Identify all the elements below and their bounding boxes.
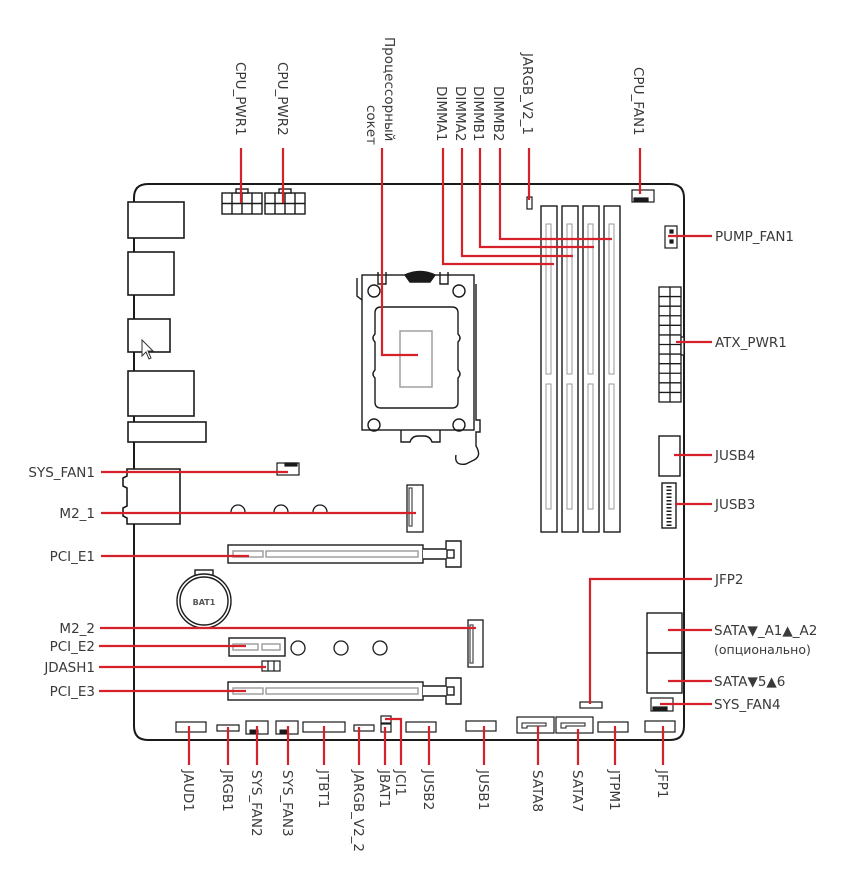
mouse-cursor-icon (141, 338, 155, 360)
label-cpu-pwr2: CPU_PWR2 (274, 62, 290, 136)
label-m2-1: M2_1 (59, 506, 95, 522)
io-block-6 (122, 468, 181, 525)
label-pci-e2: PCI_E2 (50, 639, 95, 655)
label-pci-e1: PCI_E1 (50, 549, 95, 565)
jargb-v2-2-header (353, 724, 375, 732)
leader-dimma1 (441, 148, 554, 266)
label-dimmb2: DIMMB2 (490, 86, 506, 142)
label-atx-pwr1: ATX_PWR1 (715, 335, 787, 351)
label-jfp1: JFP1 (654, 769, 670, 798)
label-dimmb1: DIMMB1 (470, 86, 486, 142)
dimm-slot-b1 (582, 205, 600, 533)
pci-e1-slot (227, 540, 462, 568)
sata7-connector (555, 716, 594, 734)
label-sys-fan4: SYS_FAN4 (714, 697, 781, 713)
io-block-1 (127, 201, 185, 239)
label-cpu-pwr1: CPU_PWR1 (232, 62, 248, 136)
m2-standoffs-2 (290, 640, 388, 656)
leader-jci1 (385, 717, 403, 765)
label-jusb2: JUSB2 (420, 769, 436, 810)
label-sys-fan2: SYS_FAN2 (248, 770, 264, 837)
label-jaud1: JAUD1 (180, 769, 196, 812)
leader-lines (99, 148, 712, 765)
label-cpu-socket-line1: Процессорный (381, 37, 397, 141)
jusb3-connector (661, 482, 677, 529)
label-jusb1: JUSB1 (475, 769, 491, 810)
label-sata7: SATA7 (569, 770, 585, 812)
sys-fan1-header (276, 462, 300, 476)
label-jusb4: JUSB4 (714, 448, 755, 464)
dimm-slot-a1 (540, 205, 558, 533)
dimm-slots (540, 205, 621, 533)
io-block-4 (127, 370, 195, 417)
label-jbat1: JBAT1 (376, 769, 392, 808)
label-dimma2: DIMMA2 (452, 86, 468, 142)
m2-1-slot (406, 484, 424, 533)
label-jargb-v2-2: JARGB_V2_2 (350, 769, 366, 852)
label-jfp2: JFP2 (714, 572, 743, 588)
right-labels: PUMP_FAN1 ATX_PWR1 JUSB4 JUSB3 JFP2 SATA… (714, 229, 817, 713)
label-sata5-6: SATA▼5▲6 (714, 674, 785, 690)
bat1-battery (176, 569, 232, 629)
label-sys-fan3: SYS_FAN3 (279, 770, 295, 837)
m2-standoffs-1 (230, 504, 328, 513)
leader-dimmb1 (478, 148, 594, 249)
rear-io (122, 201, 207, 525)
jtpm1-header (597, 721, 629, 733)
leader-dimma2 (460, 148, 573, 258)
jaud1-header (175, 721, 207, 733)
cpu-fan1-header (631, 189, 655, 203)
label-cpu-fan1: CPU_FAN1 (630, 67, 646, 136)
label-jrgb1: JRGB1 (219, 769, 235, 812)
bottom-labels: JAUD1 JRGB1 SYS_FAN2 SYS_FAN3 JTBT1 JARG… (180, 769, 670, 852)
label-m2-2: M2_2 (59, 621, 95, 637)
dimm-slot-inner (545, 223, 615, 510)
label-jtpm1: JTPM1 (606, 769, 622, 811)
label-jtbt1: JTBT1 (315, 769, 331, 808)
label-sata-a1-a2-note: (опционально) (714, 642, 811, 657)
label-jdash1: JDASH1 (43, 660, 95, 676)
cpu-socket (356, 270, 481, 465)
atx-pwr1-connector (658, 286, 685, 403)
jfp1-header (644, 720, 676, 733)
jusb1-header (465, 720, 497, 732)
cpu-pwr2-connector (264, 188, 306, 215)
pci-e3-slot (227, 677, 462, 705)
label-jci1: JCI1 (392, 769, 408, 796)
m2-2-slot (467, 619, 484, 668)
sata5-6-connector (646, 652, 683, 694)
dimm-slot-a2 (561, 205, 579, 533)
label-pump-fan1: PUMP_FAN1 (715, 229, 794, 245)
label-jusb3: JUSB3 (714, 497, 755, 513)
io-block-5 (127, 421, 207, 443)
label-cpu-socket-line2: сокет (363, 105, 379, 145)
dimm-slot-b2 (603, 205, 621, 533)
sata-a1-a2-connector (646, 612, 683, 654)
leader-jfp2 (588, 577, 712, 704)
sata-stacks (646, 612, 683, 694)
jusb2-header (405, 721, 437, 733)
leader-dimmb2 (498, 148, 612, 241)
left-labels: SYS_FAN1 M2_1 PCI_E1 M2_2 PCI_E2 JDASH1 … (28, 465, 95, 700)
label-sata8: SATA8 (529, 770, 545, 812)
label-jargb-v2-1: JARGB_V2_1 (519, 52, 535, 135)
label-dimma1: DIMMA1 (433, 86, 449, 142)
board-outline (133, 183, 685, 741)
label-pci-e3: PCI_E3 (50, 684, 95, 700)
leader-cpu-socket (380, 148, 418, 357)
label-sata-a1-a2: SATA▼_A1▲_A2 (714, 623, 817, 639)
label-sys-fan1: SYS_FAN1 (28, 465, 95, 481)
bat1-label: BAT1 (193, 598, 216, 607)
top-labels: CPU_PWR1 CPU_PWR2 Процессорный сокет DIM… (232, 37, 646, 145)
bottom-header-details (249, 722, 586, 734)
sata8-connector (516, 716, 555, 734)
io-block-2 (127, 251, 175, 296)
